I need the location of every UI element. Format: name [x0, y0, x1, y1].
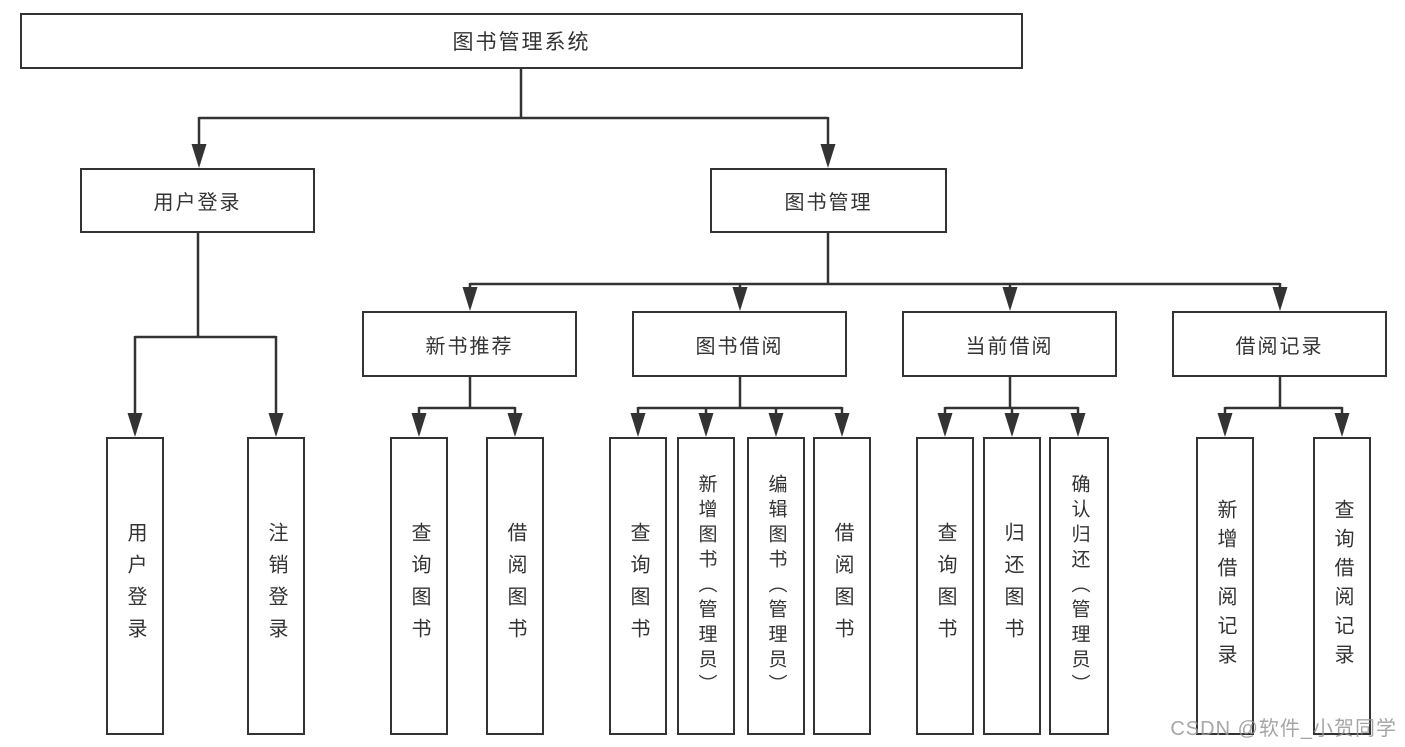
- node-book-management: 图书管理: [710, 168, 947, 233]
- leaf-query-borrowing-record-label: 查询借阅记录: [1331, 499, 1353, 673]
- node-current-borrowing: 当前借阅: [902, 311, 1117, 377]
- leaf-borrow-books-recommend: 借阅图书: [486, 437, 544, 735]
- leaf-user-login: 用户登录: [106, 437, 164, 735]
- node-borrowing-records: 借阅记录: [1172, 311, 1387, 377]
- leaf-query-books-current-label: 查询图书: [934, 522, 956, 650]
- leaf-edit-books-admin: 编辑图书（管理员）: [747, 437, 805, 735]
- node-new-book-recommendation: 新书推荐: [362, 311, 577, 377]
- leaf-query-borrowing-record: 查询借阅记录: [1313, 437, 1371, 735]
- leaf-confirm-return-admin: 确认归还（管理员）: [1049, 437, 1109, 735]
- node-user-login: 用户登录: [80, 168, 315, 233]
- node-new-book-recommendation-label: 新书推荐: [425, 335, 514, 358]
- node-user-login-label: 用户登录: [153, 192, 242, 214]
- leaf-borrow-books-label: 借阅图书: [831, 522, 853, 650]
- leaf-logout: 注销登录: [247, 437, 305, 735]
- node-root-label: 图书管理系统: [452, 31, 591, 54]
- node-book-borrowing-label: 图书借阅: [695, 335, 784, 358]
- leaf-user-login-label: 用户登录: [124, 522, 146, 650]
- node-book-management-label: 图书管理: [784, 192, 873, 214]
- arrowheads: [127, 144, 1350, 437]
- leaf-add-books-admin: 新增图书（管理员）: [677, 437, 735, 735]
- leaf-borrow-books: 借阅图书: [813, 437, 871, 735]
- leaf-return-books-label: 归还图书: [1001, 522, 1023, 650]
- node-borrowing-records-label: 借阅记录: [1235, 335, 1324, 358]
- node-root-library-management-system: 图书管理系统: [20, 13, 1023, 69]
- csdn-watermark: CSDN @软件_小贺同学: [1170, 718, 1397, 740]
- leaf-confirm-return-admin-label: 确认归还（管理员）: [1068, 473, 1090, 699]
- leaf-logout-label: 注销登录: [265, 522, 287, 650]
- leaf-borrow-books-recommend-label: 借阅图书: [504, 522, 526, 650]
- leaf-add-books-admin-label: 新增图书（管理员）: [695, 473, 717, 699]
- leaf-add-borrowing-record: 新增借阅记录: [1196, 437, 1254, 735]
- leaf-edit-books-admin-label: 编辑图书（管理员）: [765, 473, 787, 699]
- leaf-query-books-recommend-label: 查询图书: [408, 522, 430, 650]
- leaf-return-books: 归还图书: [983, 437, 1041, 735]
- leaf-add-borrowing-record-label: 新增借阅记录: [1214, 499, 1236, 673]
- leaf-query-books-recommend: 查询图书: [390, 437, 448, 735]
- node-book-borrowing: 图书借阅: [632, 311, 847, 377]
- node-current-borrowing-label: 当前借阅: [965, 335, 1054, 358]
- leaf-query-books-current: 查询图书: [916, 437, 974, 735]
- leaf-query-books-borrowing-label: 查询图书: [627, 522, 649, 650]
- leaf-query-books-borrowing: 查询图书: [609, 437, 667, 735]
